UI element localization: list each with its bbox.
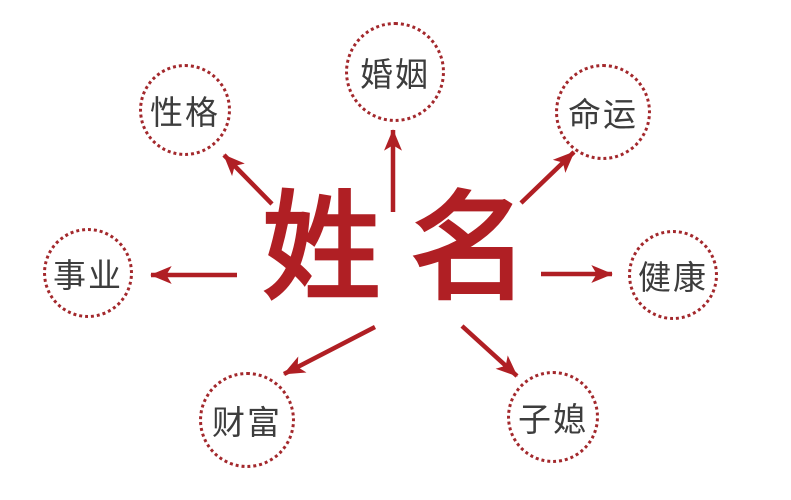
node-label: 健康 bbox=[638, 259, 708, 296]
node-children: 子媳 bbox=[507, 371, 599, 463]
node-personality: 性格 bbox=[139, 64, 231, 156]
node-destiny: 命运 bbox=[555, 64, 651, 160]
node-label: 事业 bbox=[53, 257, 123, 294]
node-health: 健康 bbox=[628, 230, 718, 320]
node-label: 财富 bbox=[212, 404, 282, 441]
node-career: 事业 bbox=[43, 228, 133, 318]
center-title: 姓名 bbox=[262, 178, 559, 317]
node-label: 子媳 bbox=[518, 401, 588, 438]
arrow-to-wealth bbox=[282, 325, 377, 376]
node-label: 婚姻 bbox=[360, 56, 430, 93]
node-wealth: 财富 bbox=[199, 372, 295, 468]
node-label: 性格 bbox=[150, 94, 220, 131]
node-label: 命运 bbox=[568, 96, 638, 133]
node-marriage: 婚姻 bbox=[345, 22, 445, 122]
arrow-to-children bbox=[460, 324, 519, 378]
